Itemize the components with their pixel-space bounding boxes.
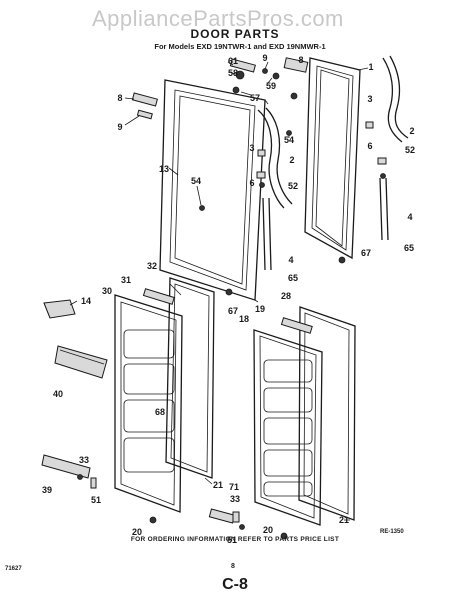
callout-19: 19 — [254, 304, 266, 314]
screw-54-lower — [199, 205, 205, 211]
callout-68: 68 — [154, 407, 166, 417]
callout-61: 61 — [227, 56, 239, 66]
freezer-door-outer-panel — [159, 79, 269, 303]
callout-67-right: 67 — [360, 248, 372, 258]
callout-67-mid: 67 — [227, 306, 239, 316]
callout-33-right: 33 — [229, 494, 241, 504]
callout-51-right: 51 — [226, 535, 238, 545]
callout-2-right: 2 — [409, 126, 415, 136]
callout-32: 32 — [146, 261, 158, 271]
freezer-door-gasket — [165, 277, 215, 479]
callout-leader-lines — [69, 61, 369, 521]
callout-8-top: 8 — [298, 55, 304, 65]
shelf-retainer-bar — [54, 345, 108, 379]
callout-31: 31 — [120, 275, 132, 285]
callout-8-left: 8 — [117, 93, 123, 103]
callout-54-lower: 54 — [190, 176, 202, 186]
callout-14: 14 — [80, 296, 92, 306]
callout-57: 57 — [249, 93, 261, 103]
callout-65-mid: 65 — [287, 273, 299, 283]
kickplate-bar — [41, 454, 97, 489]
callout-18: 18 — [238, 314, 250, 324]
diagram-title: DOOR PARTS — [190, 27, 280, 41]
callout-3-mid: 3 — [249, 143, 255, 153]
callout-28: 28 — [280, 291, 292, 301]
callout-65-right: 65 — [403, 243, 415, 253]
callout-4-mid: 4 — [288, 255, 294, 265]
trim-strips — [262, 177, 389, 271]
left-hinge-parts — [131, 92, 158, 120]
callout-30: 30 — [101, 286, 113, 296]
callout-6-right: 6 — [367, 141, 373, 151]
right-door-handle — [365, 55, 409, 179]
callout-21-right: 21 — [338, 515, 350, 525]
screw-67-mid — [225, 288, 233, 296]
top-hinge-parts — [229, 57, 309, 100]
fresh-food-door-gasket — [298, 306, 356, 521]
document-number: 71627 — [5, 566, 22, 572]
callout-39: 39 — [41, 485, 53, 495]
ordering-info-note: FOR ORDERING INFORMATION REFER TO PARTS … — [130, 536, 340, 543]
callout-33-left: 33 — [78, 455, 90, 465]
callout-3-right: 3 — [367, 94, 373, 104]
callout-6-mid: 6 — [249, 178, 255, 188]
diagram-subtitle: For Models EXD 19NTWR-1 and EXD 19NMWR-1 — [154, 42, 326, 51]
callout-20-left: 20 — [131, 527, 143, 537]
fresh-food-door-shelves — [263, 359, 313, 497]
callout-54-upper: 54 — [283, 135, 295, 145]
callout-21-left: 21 — [212, 480, 224, 490]
screw-67-right — [338, 256, 346, 264]
callout-2-mid: 2 — [289, 155, 295, 165]
small-page-number: 8 — [231, 563, 235, 570]
callout-71: 71 — [228, 482, 240, 492]
callout-4-right: 4 — [407, 212, 413, 222]
callout-59: 59 — [265, 81, 277, 91]
callout-20-right: 20 — [262, 525, 274, 535]
page-number: C-8 — [222, 576, 248, 593]
callout-52-right: 52 — [404, 145, 416, 155]
callout-13: 13 — [158, 164, 170, 174]
center-door-handle — [256, 107, 293, 209]
fresh-food-door-liner — [253, 329, 323, 526]
callout-1: 1 — [368, 62, 374, 72]
callout-9-top: 9 — [262, 53, 268, 63]
callout-51-left: 51 — [90, 495, 102, 505]
butter-compartment-door — [43, 299, 76, 319]
drawing-reference-code: RE-1350 — [380, 529, 404, 535]
callout-9-left: 9 — [117, 122, 123, 132]
callout-58: 58 — [227, 68, 239, 78]
callout-40: 40 — [52, 389, 64, 399]
lower-right-loose-parts — [149, 508, 288, 540]
breaker-strip-31 — [142, 288, 175, 305]
breaker-strip-19 — [280, 317, 313, 334]
fresh-food-door-outer-panel — [304, 57, 361, 260]
callout-52-mid: 52 — [287, 181, 299, 191]
watermark-text: AppliancePartsPros.com — [92, 6, 344, 31]
